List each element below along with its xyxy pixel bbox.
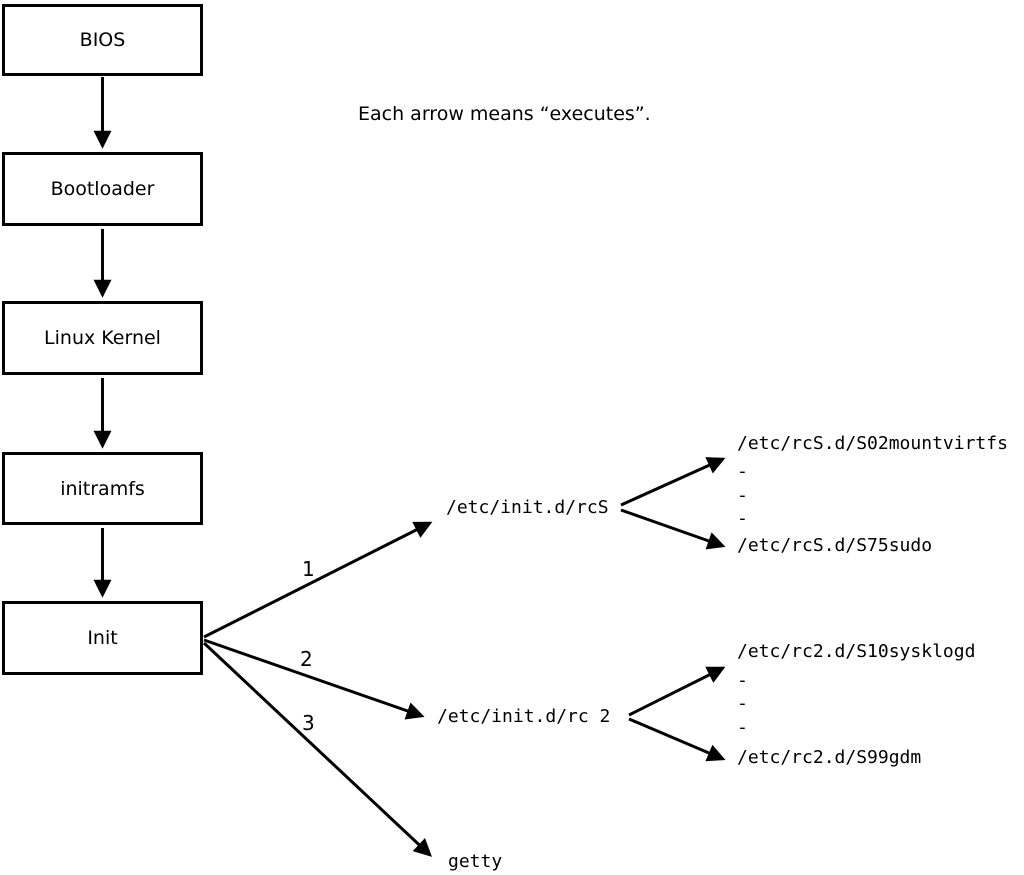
ellipsis-dash: - bbox=[737, 485, 748, 506]
ellipsis-dash: - bbox=[737, 461, 748, 482]
arrow-label-1: 1 bbox=[302, 557, 315, 581]
script-rcs-s02mountvirtfs: /etc/rcS.d/S02mountvirtfs bbox=[737, 433, 1008, 454]
flow-box-init-label: Init bbox=[87, 627, 118, 649]
arrow-init-to-getty bbox=[202, 641, 432, 857]
arrow-init-to-rc2 bbox=[203, 638, 425, 720]
arrow-init-to-rcs bbox=[203, 521, 433, 639]
flow-box-bios: BIOS bbox=[2, 4, 203, 76]
script-rc2-s10sysklogd: /etc/rc2.d/S10sysklogd bbox=[737, 641, 976, 662]
flow-box-bios-label: BIOS bbox=[79, 29, 126, 51]
ellipsis-dash: - bbox=[737, 508, 748, 529]
flow-box-linux-kernel-label: Linux Kernel bbox=[44, 327, 161, 349]
flow-box-initramfs: initramfs bbox=[2, 452, 203, 525]
flow-box-linux-kernel: Linux Kernel bbox=[2, 301, 203, 375]
flow-box-bootloader: Bootloader bbox=[2, 152, 203, 226]
legend-text: Each arrow means “executes”. bbox=[358, 103, 651, 125]
target-etc-init-d-rcs: /etc/init.d/rcS bbox=[446, 497, 609, 518]
arrow-rc2-to-s99gdm bbox=[628, 717, 726, 762]
ellipsis-dash: - bbox=[737, 670, 748, 691]
flow-box-initramfs-label: initramfs bbox=[60, 477, 145, 500]
flow-box-init: Init bbox=[2, 601, 203, 675]
target-getty: getty bbox=[448, 851, 503, 872]
arrow-label-3: 3 bbox=[302, 711, 315, 735]
arrow-rcs-to-s75sudo bbox=[620, 508, 726, 550]
script-rc2-s99gdm: /etc/rc2.d/S99gdm bbox=[737, 747, 922, 768]
arrow-rcs-to-s02mountvirtfs bbox=[620, 457, 726, 507]
flow-box-bootloader-label: Bootloader bbox=[50, 178, 155, 200]
script-rcs-s75sudo: /etc/rcS.d/S75sudo bbox=[737, 535, 933, 556]
ellipsis-dash: - bbox=[737, 693, 748, 714]
arrow-rc2-to-s10sysklogd bbox=[628, 666, 726, 717]
arrow-label-2: 2 bbox=[300, 647, 313, 671]
ellipsis-dash: - bbox=[737, 717, 748, 738]
target-etc-init-d-rc2: /etc/init.d/rc 2 bbox=[437, 706, 611, 727]
